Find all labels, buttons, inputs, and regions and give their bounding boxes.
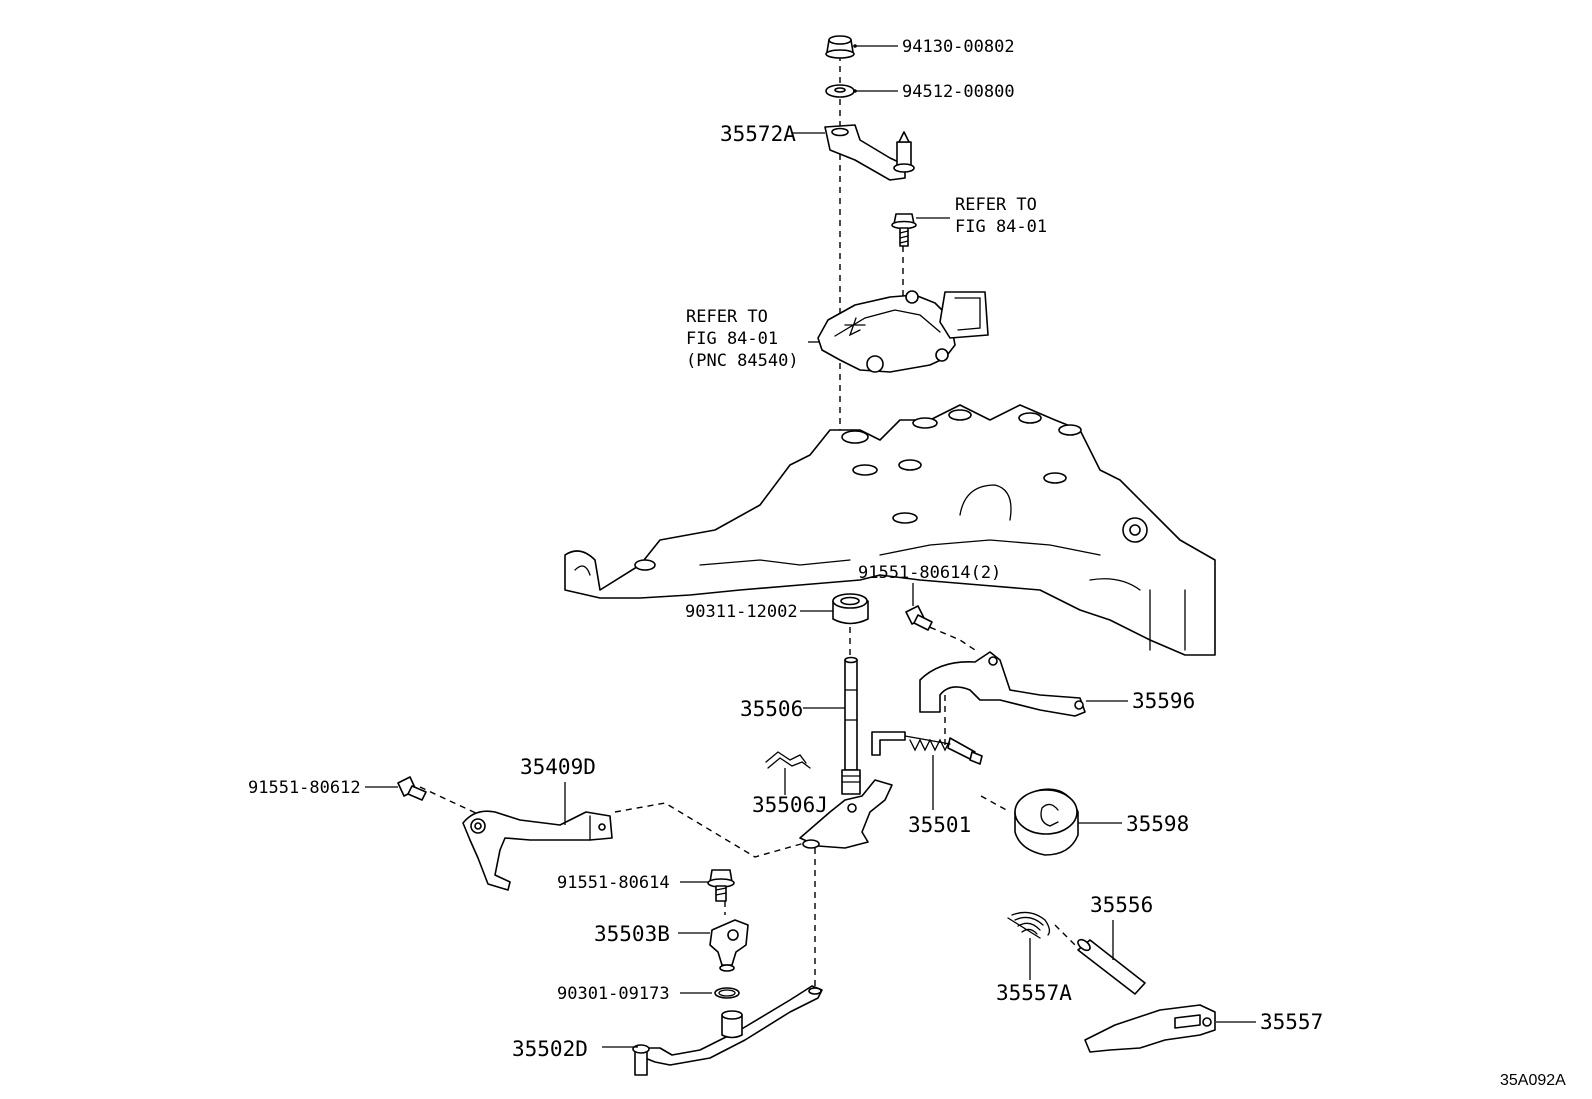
callout-90301-09173[interactable]: 90301-09173 [557, 984, 670, 1004]
pawl-35557[interactable] [1084, 1004, 1216, 1053]
callout-refer-to-a[interactable]: REFER TO [955, 195, 1037, 215]
lever-35572a[interactable] [824, 124, 915, 181]
detent-plate[interactable] [799, 779, 893, 849]
figure-code: 35A092A [1500, 1072, 1566, 1089]
spring-35557a[interactable] [1007, 911, 1051, 939]
assembly-axis-lines [419, 55, 1076, 990]
lever-35409d[interactable] [462, 810, 613, 891]
cover-35598[interactable] [1014, 788, 1079, 856]
rod-spring-35501[interactable] [871, 731, 983, 765]
case-bosses [634, 409, 1082, 571]
callout-90311-12002[interactable]: 90311-12002 [685, 602, 798, 622]
oil-seal-90311-12002[interactable] [832, 593, 869, 625]
callout-refer-to-b[interactable]: REFER TO [686, 307, 768, 327]
callout-35557a[interactable]: 35557A [996, 981, 1072, 1005]
callout-35572a[interactable]: 35572A [720, 122, 796, 146]
oring-90301-09173[interactable] [714, 987, 740, 999]
callout-35409d[interactable]: 35409D [520, 755, 596, 779]
callout-35503b[interactable]: 35503B [594, 922, 670, 946]
pin-35556[interactable] [1076, 938, 1146, 995]
bolt-91551-80614[interactable] [707, 869, 735, 902]
callout-fig-84-01-b[interactable]: FIG 84-01 [686, 329, 778, 349]
bolt-91551-80614-x2[interactable] [905, 605, 933, 631]
washer-94512-00800[interactable] [825, 84, 855, 98]
callout-35506[interactable]: 35506 [740, 697, 803, 721]
nut-94130-00802[interactable] [825, 35, 855, 59]
callout-fig-84-01-a[interactable]: FIG 84-01 [955, 217, 1047, 237]
callout-35502d[interactable]: 35502D [512, 1037, 588, 1061]
transmission-case [564, 404, 1216, 656]
callout-35596[interactable]: 35596 [1132, 689, 1195, 713]
bolt-91551-80612[interactable] [397, 776, 427, 801]
bracket-35596[interactable] [919, 651, 1086, 717]
callout-94512-00800[interactable]: 94512-00800 [902, 82, 1015, 102]
callout-35557[interactable]: 35557 [1260, 1010, 1323, 1034]
bolt-refer-fig-84-01[interactable] [891, 213, 917, 247]
lever-35502d[interactable] [632, 985, 823, 1076]
callout-35506j[interactable]: 35506J [752, 793, 828, 817]
callout-91551-80614[interactable]: 91551-80614 [557, 873, 670, 893]
callout-91551-80612[interactable]: 91551-80612 [248, 778, 361, 798]
callout-pnc-84540[interactable]: (PNC 84540) [686, 351, 799, 371]
callout-91551-80614-2[interactable]: 91551-80614(2) [858, 563, 1001, 583]
neutral-start-switch[interactable] [817, 290, 989, 373]
callout-35598[interactable]: 35598 [1126, 812, 1189, 836]
callout-35501[interactable]: 35501 [908, 813, 971, 837]
shaft-35506[interactable] [841, 656, 861, 795]
clip-35506j[interactable] [765, 751, 811, 769]
callout-35556[interactable]: 35556 [1090, 893, 1153, 917]
bracket-35503b[interactable] [709, 919, 749, 972]
callout-94130-00802[interactable]: 94130-00802 [902, 37, 1015, 57]
